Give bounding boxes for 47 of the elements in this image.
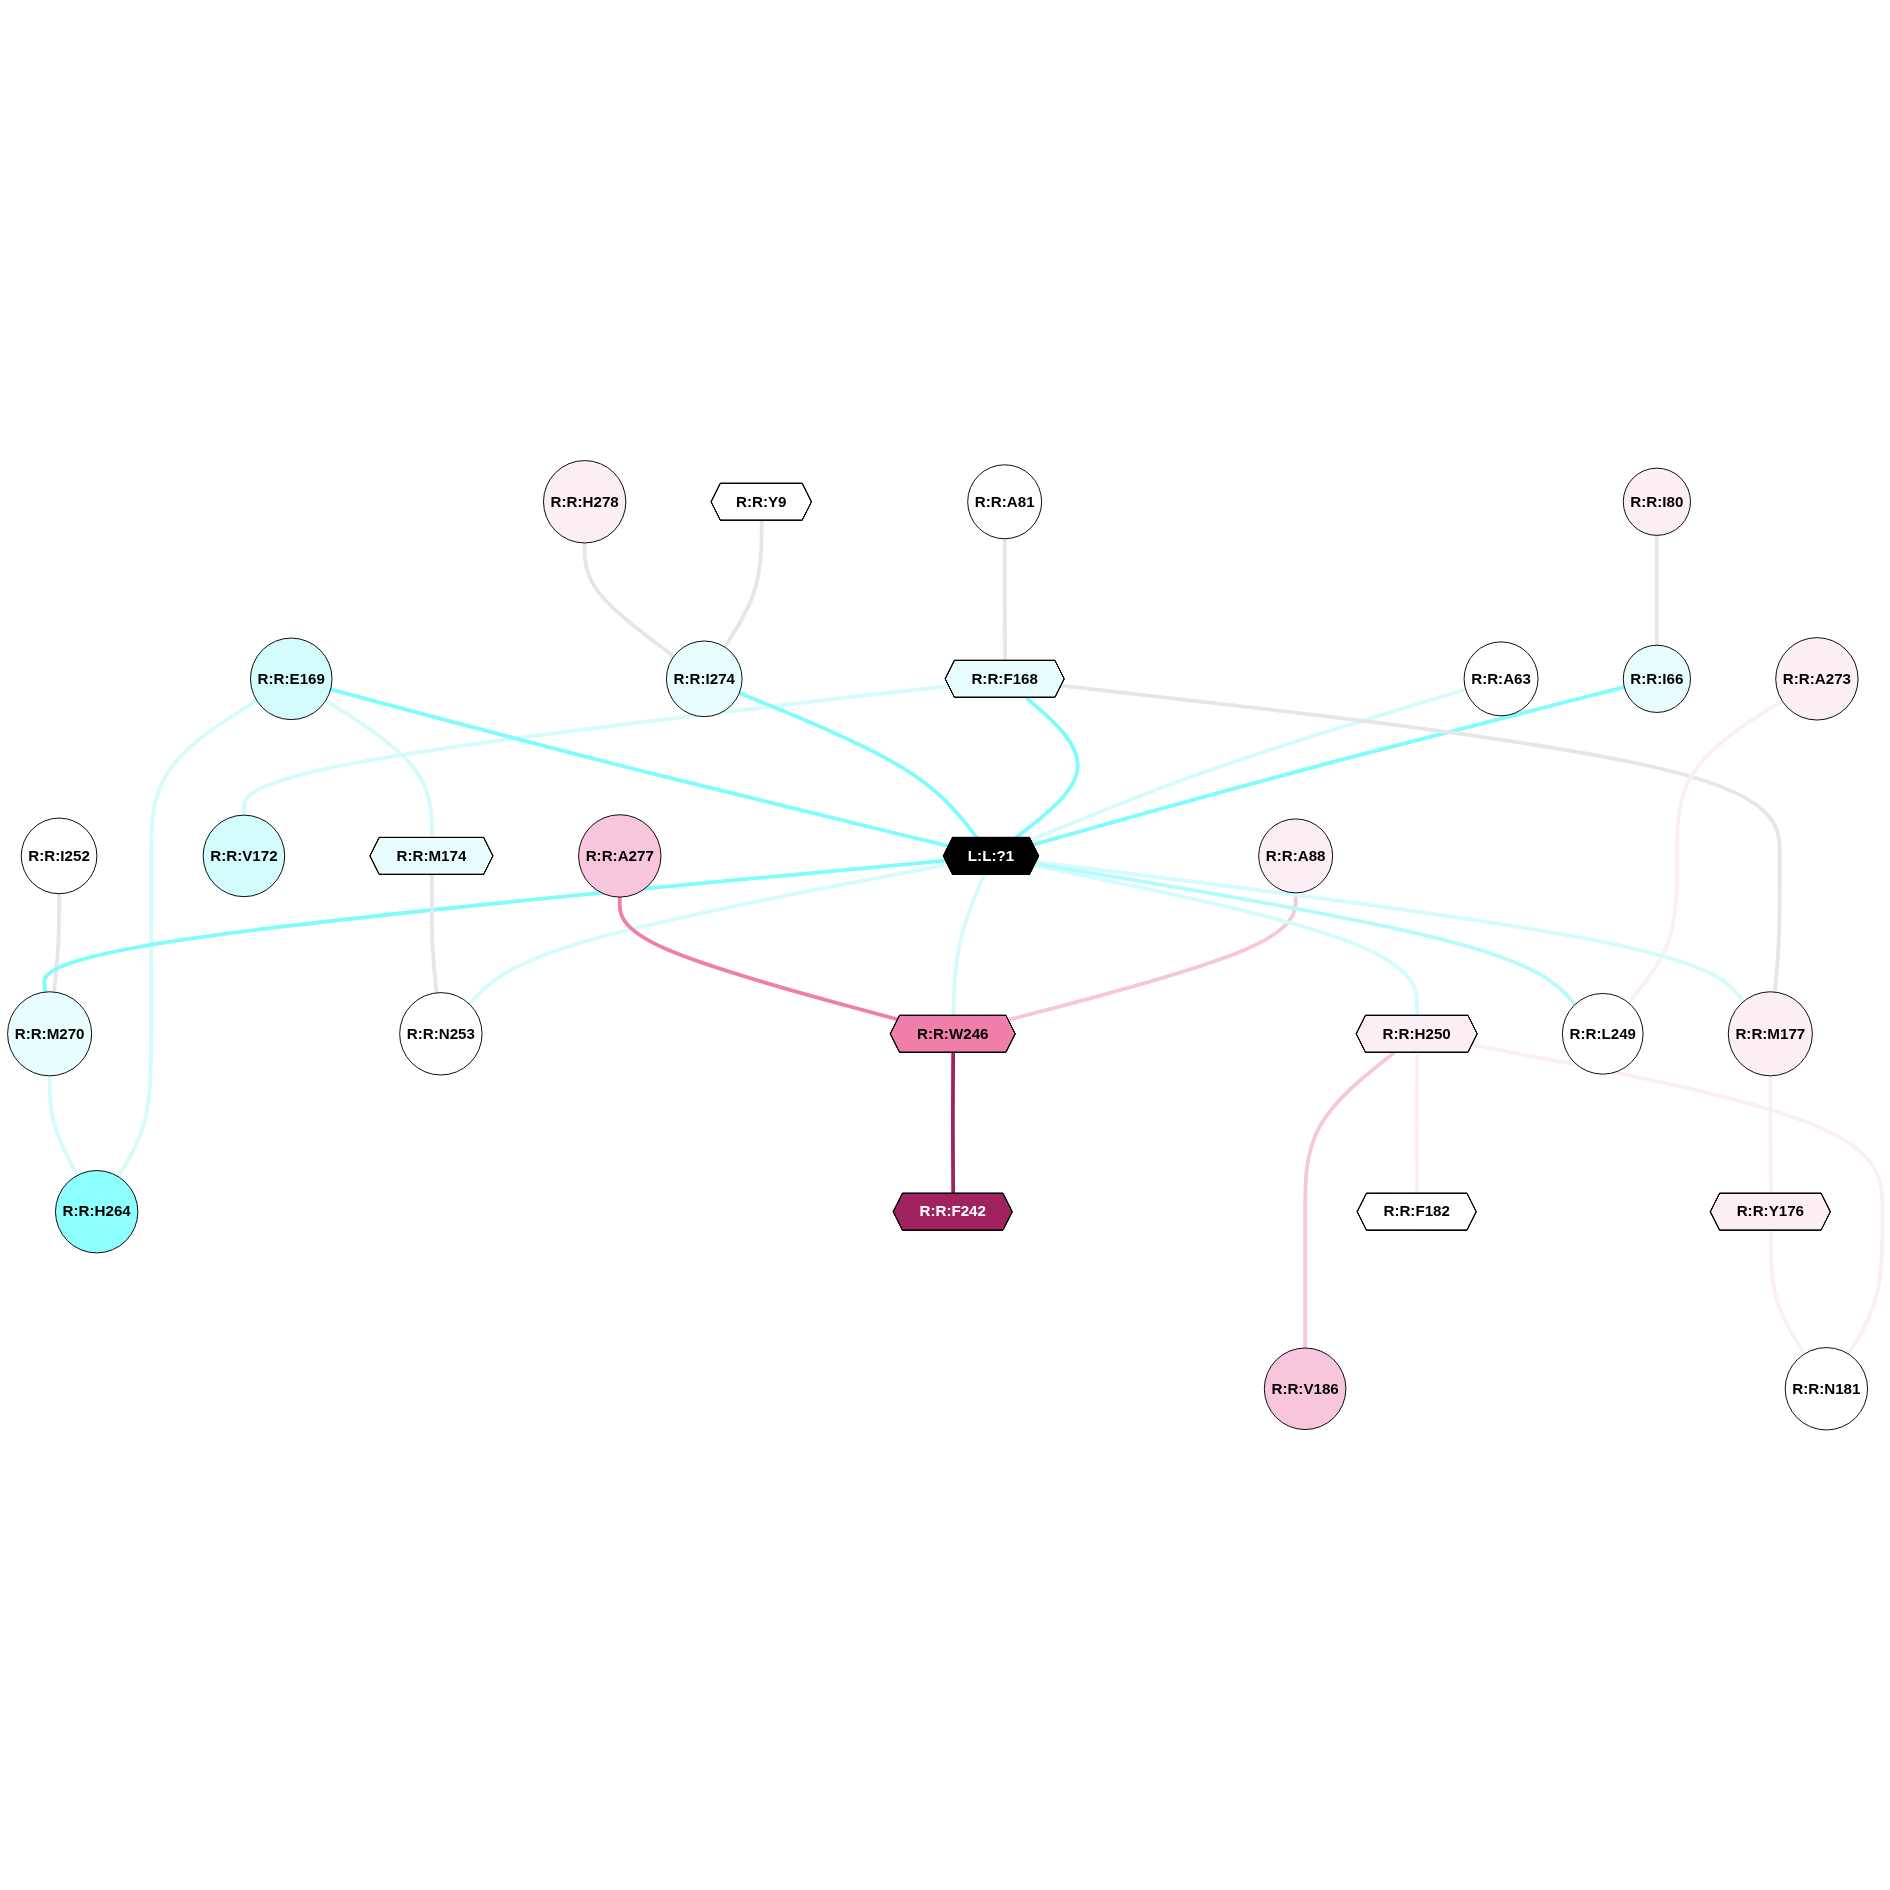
node-circle: R:R:M270 [7, 991, 93, 1077]
node-circle: R:R:V172 [202, 814, 286, 897]
connector [738, 691, 979, 839]
connector [116, 698, 258, 1178]
connector [1061, 683, 1782, 992]
node-circle: R:R:A88 [1258, 818, 1334, 894]
connector [330, 687, 950, 848]
connector [1303, 1050, 1396, 1348]
connector [242, 683, 950, 815]
connector [582, 542, 675, 658]
connector [1768, 1075, 1773, 1194]
node-circle: R:R:E169 [250, 637, 333, 720]
node-circle: R:R:I66 [1622, 644, 1691, 713]
node-circle: R:R:L249 [1561, 992, 1644, 1075]
node-circle: R:R:H264 [55, 1169, 139, 1254]
connector [1030, 687, 1467, 842]
connector [467, 862, 949, 1005]
connector [1627, 699, 1784, 1004]
node-circle: R:R:A273 [1775, 636, 1859, 721]
connector [1414, 1052, 1420, 1194]
node-circle: R:R:I80 [1622, 467, 1691, 536]
node-circle: R:R:V186 [1263, 1347, 1347, 1430]
connector [42, 858, 947, 992]
connector [617, 896, 899, 1022]
connector [1034, 863, 1420, 1016]
connector [1036, 859, 1745, 1003]
node-circle: R:R:N181 [1784, 1346, 1869, 1431]
connector [1032, 684, 1625, 847]
node-circle: R:R:I274 [665, 640, 743, 717]
node-circle: R:R:A277 [578, 813, 662, 898]
node-circle: R:R:I252 [20, 817, 98, 894]
connector [324, 698, 434, 838]
connector [723, 520, 764, 648]
node-circle: R:R:A63 [1463, 641, 1539, 716]
node-circle: R:R:N253 [399, 991, 483, 1076]
connector [1472, 1042, 1885, 1355]
connector [951, 873, 986, 1016]
connector [52, 893, 61, 992]
connector [1035, 861, 1577, 1006]
connector [47, 1075, 79, 1176]
node-circle: R:R:M177 [1727, 991, 1813, 1077]
connector [1002, 538, 1008, 661]
connector [950, 1052, 956, 1194]
connector [1768, 1230, 1806, 1355]
node-circle: R:R:H278 [543, 459, 627, 544]
connector [429, 874, 439, 993]
node-circle: R:R:A81 [967, 464, 1043, 539]
